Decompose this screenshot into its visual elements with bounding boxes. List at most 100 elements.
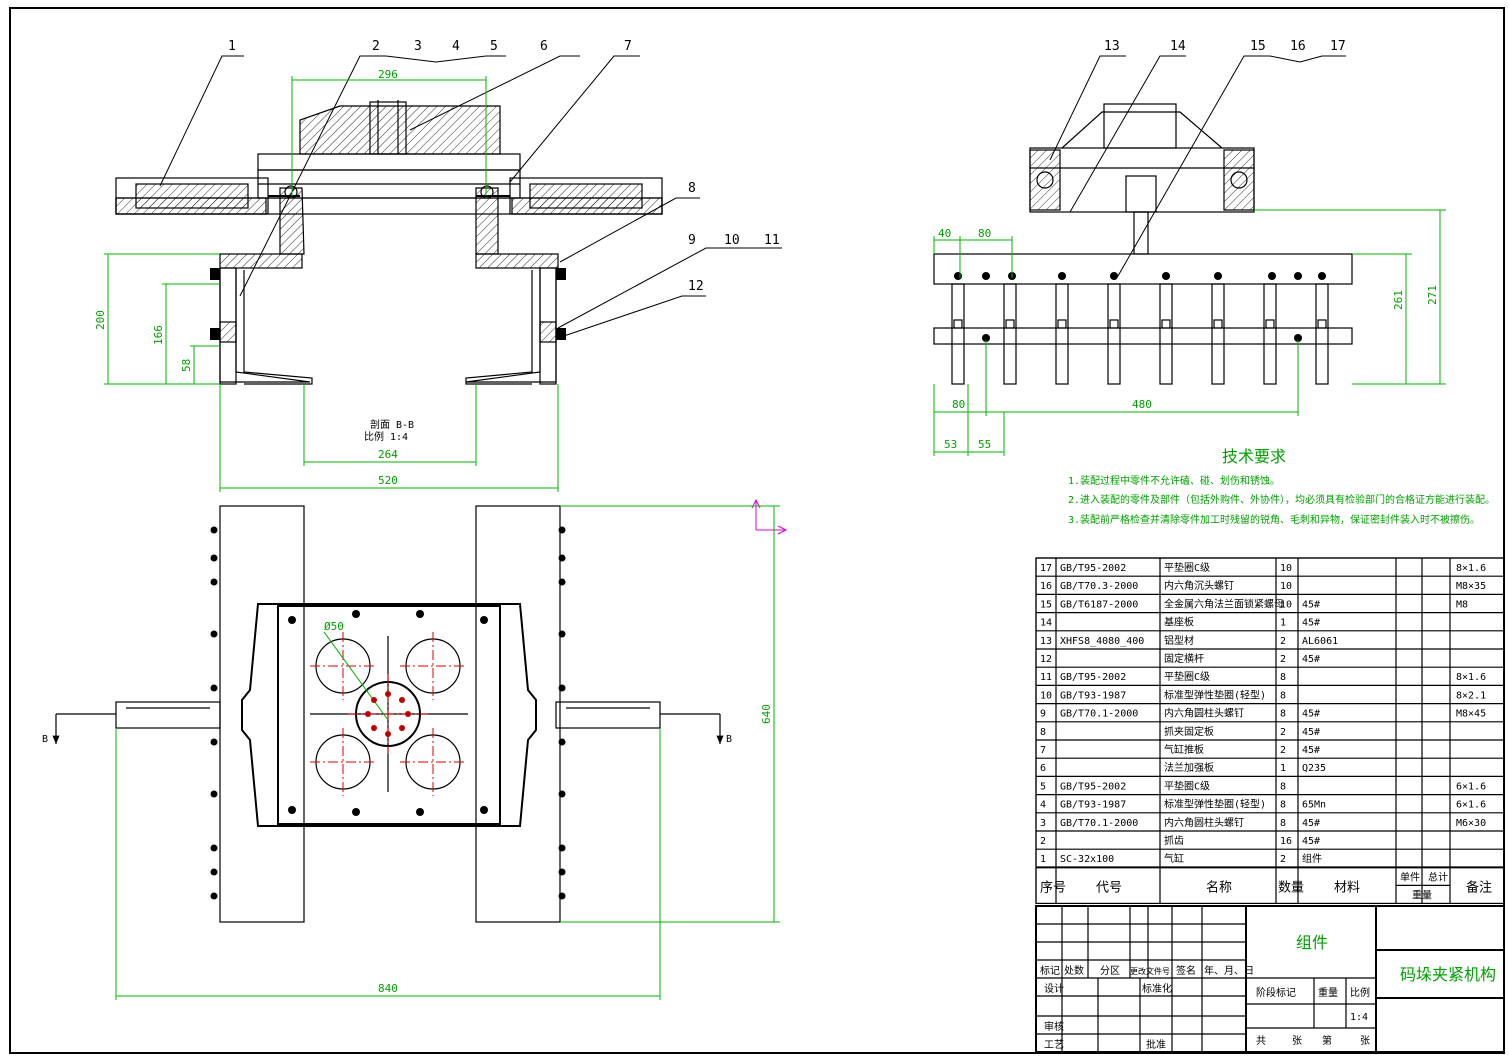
bom-row-material: 45# bbox=[1302, 654, 1320, 665]
bom-row-code: GB/T6187-2000 bbox=[1060, 599, 1138, 610]
top-view: B B Ø50 bbox=[42, 505, 732, 923]
bom-row-qty: 8 bbox=[1280, 690, 1286, 701]
tb-approve: 批准 bbox=[1146, 1038, 1166, 1051]
balloon-1: 1 bbox=[228, 39, 236, 54]
balloon-numbers-right: 13 14 15 16 17 bbox=[1104, 39, 1346, 54]
bom-header-note: 备注 bbox=[1466, 879, 1492, 895]
bom-header-qty: 数量 bbox=[1278, 880, 1304, 895]
bom-header-total: 总计 bbox=[1428, 870, 1448, 883]
bom-row-note: 6×1.6 bbox=[1456, 781, 1486, 792]
section-leaders bbox=[159, 55, 782, 339]
dim-55: 55 bbox=[978, 438, 991, 451]
section-label-line1: 剖面 B-B bbox=[370, 418, 414, 431]
bom-row-name: 平垫圈C级 bbox=[1164, 561, 1210, 574]
clamp-bolt bbox=[558, 738, 566, 746]
bom-row-no: 10 bbox=[1040, 690, 1052, 701]
tech-title: 技术要求 bbox=[1222, 447, 1286, 466]
gripper-pin bbox=[1159, 283, 1173, 385]
bom-row-note: 8×1.6 bbox=[1456, 672, 1486, 683]
clamp-bolt bbox=[210, 578, 218, 586]
gripper-pin bbox=[1055, 283, 1069, 385]
pin-collar bbox=[1265, 319, 1275, 329]
gripper-pin bbox=[1315, 283, 1329, 385]
section-view-bb bbox=[115, 100, 663, 385]
balloon-12: 12 bbox=[688, 279, 704, 294]
bom-row-note: M8×45 bbox=[1456, 709, 1486, 720]
top-dimensions: 640 840 bbox=[115, 505, 780, 1000]
dim-840: 840 bbox=[378, 982, 398, 995]
plate-bolt bbox=[416, 610, 424, 618]
clamp-bolt bbox=[558, 526, 566, 534]
technical-requirements: 技术要求 1.装配过程中零件不允许磕、碰、划伤和锈蚀。 2.进入装配的零件及部件… bbox=[1068, 447, 1495, 526]
bom-row-material: 组件 bbox=[1302, 852, 1322, 865]
rail-bolt bbox=[1294, 334, 1302, 342]
balloon-5: 5 bbox=[490, 39, 498, 54]
clamp-bolt bbox=[210, 790, 218, 798]
gripper-pin bbox=[1263, 283, 1277, 385]
dim-264: 264 bbox=[378, 448, 398, 461]
bom-row-qty: 8 bbox=[1280, 781, 1286, 792]
clamp-bolt bbox=[558, 684, 566, 692]
bom-row-qty: 10 bbox=[1280, 563, 1292, 574]
dim-58: 58 bbox=[180, 359, 193, 372]
balloon-14: 14 bbox=[1170, 39, 1186, 54]
tb-drawing-name: 码垛夹紧机构 bbox=[1400, 965, 1496, 984]
balloon-11: 11 bbox=[764, 233, 780, 248]
bom-row-material: 45# bbox=[1302, 618, 1320, 629]
dim-166: 166 bbox=[152, 325, 165, 345]
balloon-13: 13 bbox=[1104, 39, 1120, 54]
bom-row-name: 标准型弹性垫圈(轻型) bbox=[1164, 798, 1266, 811]
clamp-bolt bbox=[558, 630, 566, 638]
clamp-bolt bbox=[558, 554, 566, 562]
rail-bolt bbox=[982, 272, 990, 280]
plate-bolt bbox=[480, 616, 488, 624]
pin-collar bbox=[1109, 319, 1119, 329]
balloon-9: 9 bbox=[688, 233, 696, 248]
bom-row-qty: 10 bbox=[1280, 599, 1292, 610]
pin-collar bbox=[1317, 319, 1327, 329]
bom-header-code: 代号 bbox=[1096, 880, 1122, 895]
plate-bolt bbox=[480, 806, 488, 814]
bom-row-note: M8 bbox=[1456, 599, 1468, 610]
tb-scale-value: 1:4 bbox=[1350, 1012, 1368, 1023]
rail-bolt bbox=[1214, 272, 1222, 280]
tb-scale: 比例 bbox=[1350, 986, 1370, 999]
side-view-pins bbox=[951, 272, 1329, 385]
bom-row-name: 气缸推板 bbox=[1164, 743, 1204, 756]
bom-row-note: M8×35 bbox=[1456, 581, 1486, 592]
pin-collar bbox=[953, 319, 963, 329]
section-label-line2: 比例 1:4 bbox=[364, 430, 408, 443]
pin-collar bbox=[1161, 319, 1171, 329]
bom-row-note: 8×2.1 bbox=[1456, 690, 1486, 701]
bom-row-no: 12 bbox=[1040, 654, 1052, 665]
clamp-bolt bbox=[210, 844, 218, 852]
dim-53: 53 bbox=[944, 438, 957, 451]
bom-row-name: 铝型材 bbox=[1164, 634, 1194, 647]
rail-bolt bbox=[1268, 272, 1276, 280]
flange-bolt bbox=[385, 691, 391, 697]
flange-bolt bbox=[371, 697, 377, 703]
clamp-bolt bbox=[210, 868, 218, 876]
bom-row-qty: 1 bbox=[1280, 763, 1286, 774]
plate-bolt bbox=[352, 808, 360, 816]
pin-collar bbox=[1005, 319, 1015, 329]
bom-row-name: 气缸 bbox=[1164, 852, 1184, 865]
balloon-4: 4 bbox=[452, 39, 460, 54]
tb-sheets-total: 共 bbox=[1256, 1035, 1266, 1047]
title-block: 标记 处数 分区 更改文件号 签名 年、月、日 设计 标准化 审核 工艺 批准 … bbox=[1035, 905, 1505, 1053]
bom-row-no: 2 bbox=[1040, 836, 1046, 847]
bom-row-name: 平垫圈C级 bbox=[1164, 779, 1210, 792]
gripper-pin bbox=[951, 283, 965, 385]
bom-row-qty: 8 bbox=[1280, 709, 1286, 720]
tb-sheets-unit1: 张 bbox=[1292, 1035, 1302, 1047]
clamp-bolt bbox=[558, 578, 566, 586]
tech-item-3: 3.装配前严格检查并清除零件加工时残留的锐角、毛刺和异物，保证密封件装入时不被擦… bbox=[1068, 513, 1480, 526]
rev-header-date: 年、月、日 bbox=[1204, 964, 1254, 977]
bom-row-name: 基座板 bbox=[1164, 616, 1194, 629]
bom-row-name: 平垫圈C级 bbox=[1164, 670, 1210, 683]
bom-row-no: 5 bbox=[1040, 781, 1046, 792]
flange-bolt bbox=[371, 725, 377, 731]
bom-row-qty: 16 bbox=[1280, 836, 1292, 847]
bom-row-no: 7 bbox=[1040, 745, 1046, 756]
